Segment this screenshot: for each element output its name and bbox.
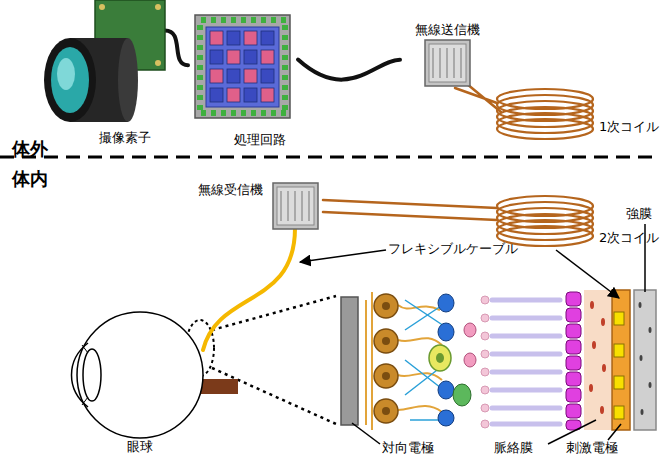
text-label: 刺激電極 xyxy=(566,440,618,456)
node-label: 無線送信機 xyxy=(405,22,489,38)
node-label: 無線受信機 xyxy=(188,182,272,198)
diagram-node: 無線送信機 xyxy=(400,22,495,92)
text-label: 強膜 xyxy=(626,206,652,222)
node-label: 1次コイル xyxy=(599,119,659,135)
leader-lines xyxy=(300,224,645,444)
electrode-pads xyxy=(614,312,624,419)
cable-connector xyxy=(165,30,188,65)
node-shape xyxy=(70,305,215,457)
node-label: 撮像素子 xyxy=(80,130,170,146)
stimulating-electrode xyxy=(612,290,630,430)
counter-electrode xyxy=(341,297,358,425)
diagram-node: 1次コイル xyxy=(495,85,660,140)
diagram-node: 眼球 xyxy=(70,305,215,457)
body-boundary xyxy=(0,156,660,159)
node-label: 処理回路 xyxy=(218,132,302,148)
cable-connector xyxy=(323,200,497,220)
cable-connector xyxy=(298,60,400,80)
diagram-node: 処理回路 xyxy=(188,12,298,152)
node-shape xyxy=(40,0,165,152)
zoom-line xyxy=(212,368,336,424)
text-label: 対向電極 xyxy=(382,440,434,456)
node-label: 2次コイル xyxy=(599,230,659,246)
retina-cells xyxy=(366,292,560,430)
choroid-layer xyxy=(584,290,611,430)
pigment-epithelium xyxy=(566,292,581,430)
text-label: 体内 xyxy=(12,168,48,190)
cable-connector xyxy=(455,84,501,112)
sclera-layer xyxy=(634,290,656,430)
node-label: 眼球 xyxy=(110,439,170,455)
text-label: 体外 xyxy=(12,138,48,160)
text-label: 脈絡膜 xyxy=(494,440,533,456)
diagram-node: 無線受信機 xyxy=(188,178,333,238)
choroid-vessels xyxy=(589,301,606,414)
node-shape xyxy=(188,12,298,152)
text-label: フレキシブルケーブル xyxy=(388,241,518,257)
zoom-line xyxy=(212,296,336,330)
sclera-specks xyxy=(639,302,652,415)
cable-connector xyxy=(203,228,295,350)
diagram-node: 撮像素子 xyxy=(40,0,165,152)
